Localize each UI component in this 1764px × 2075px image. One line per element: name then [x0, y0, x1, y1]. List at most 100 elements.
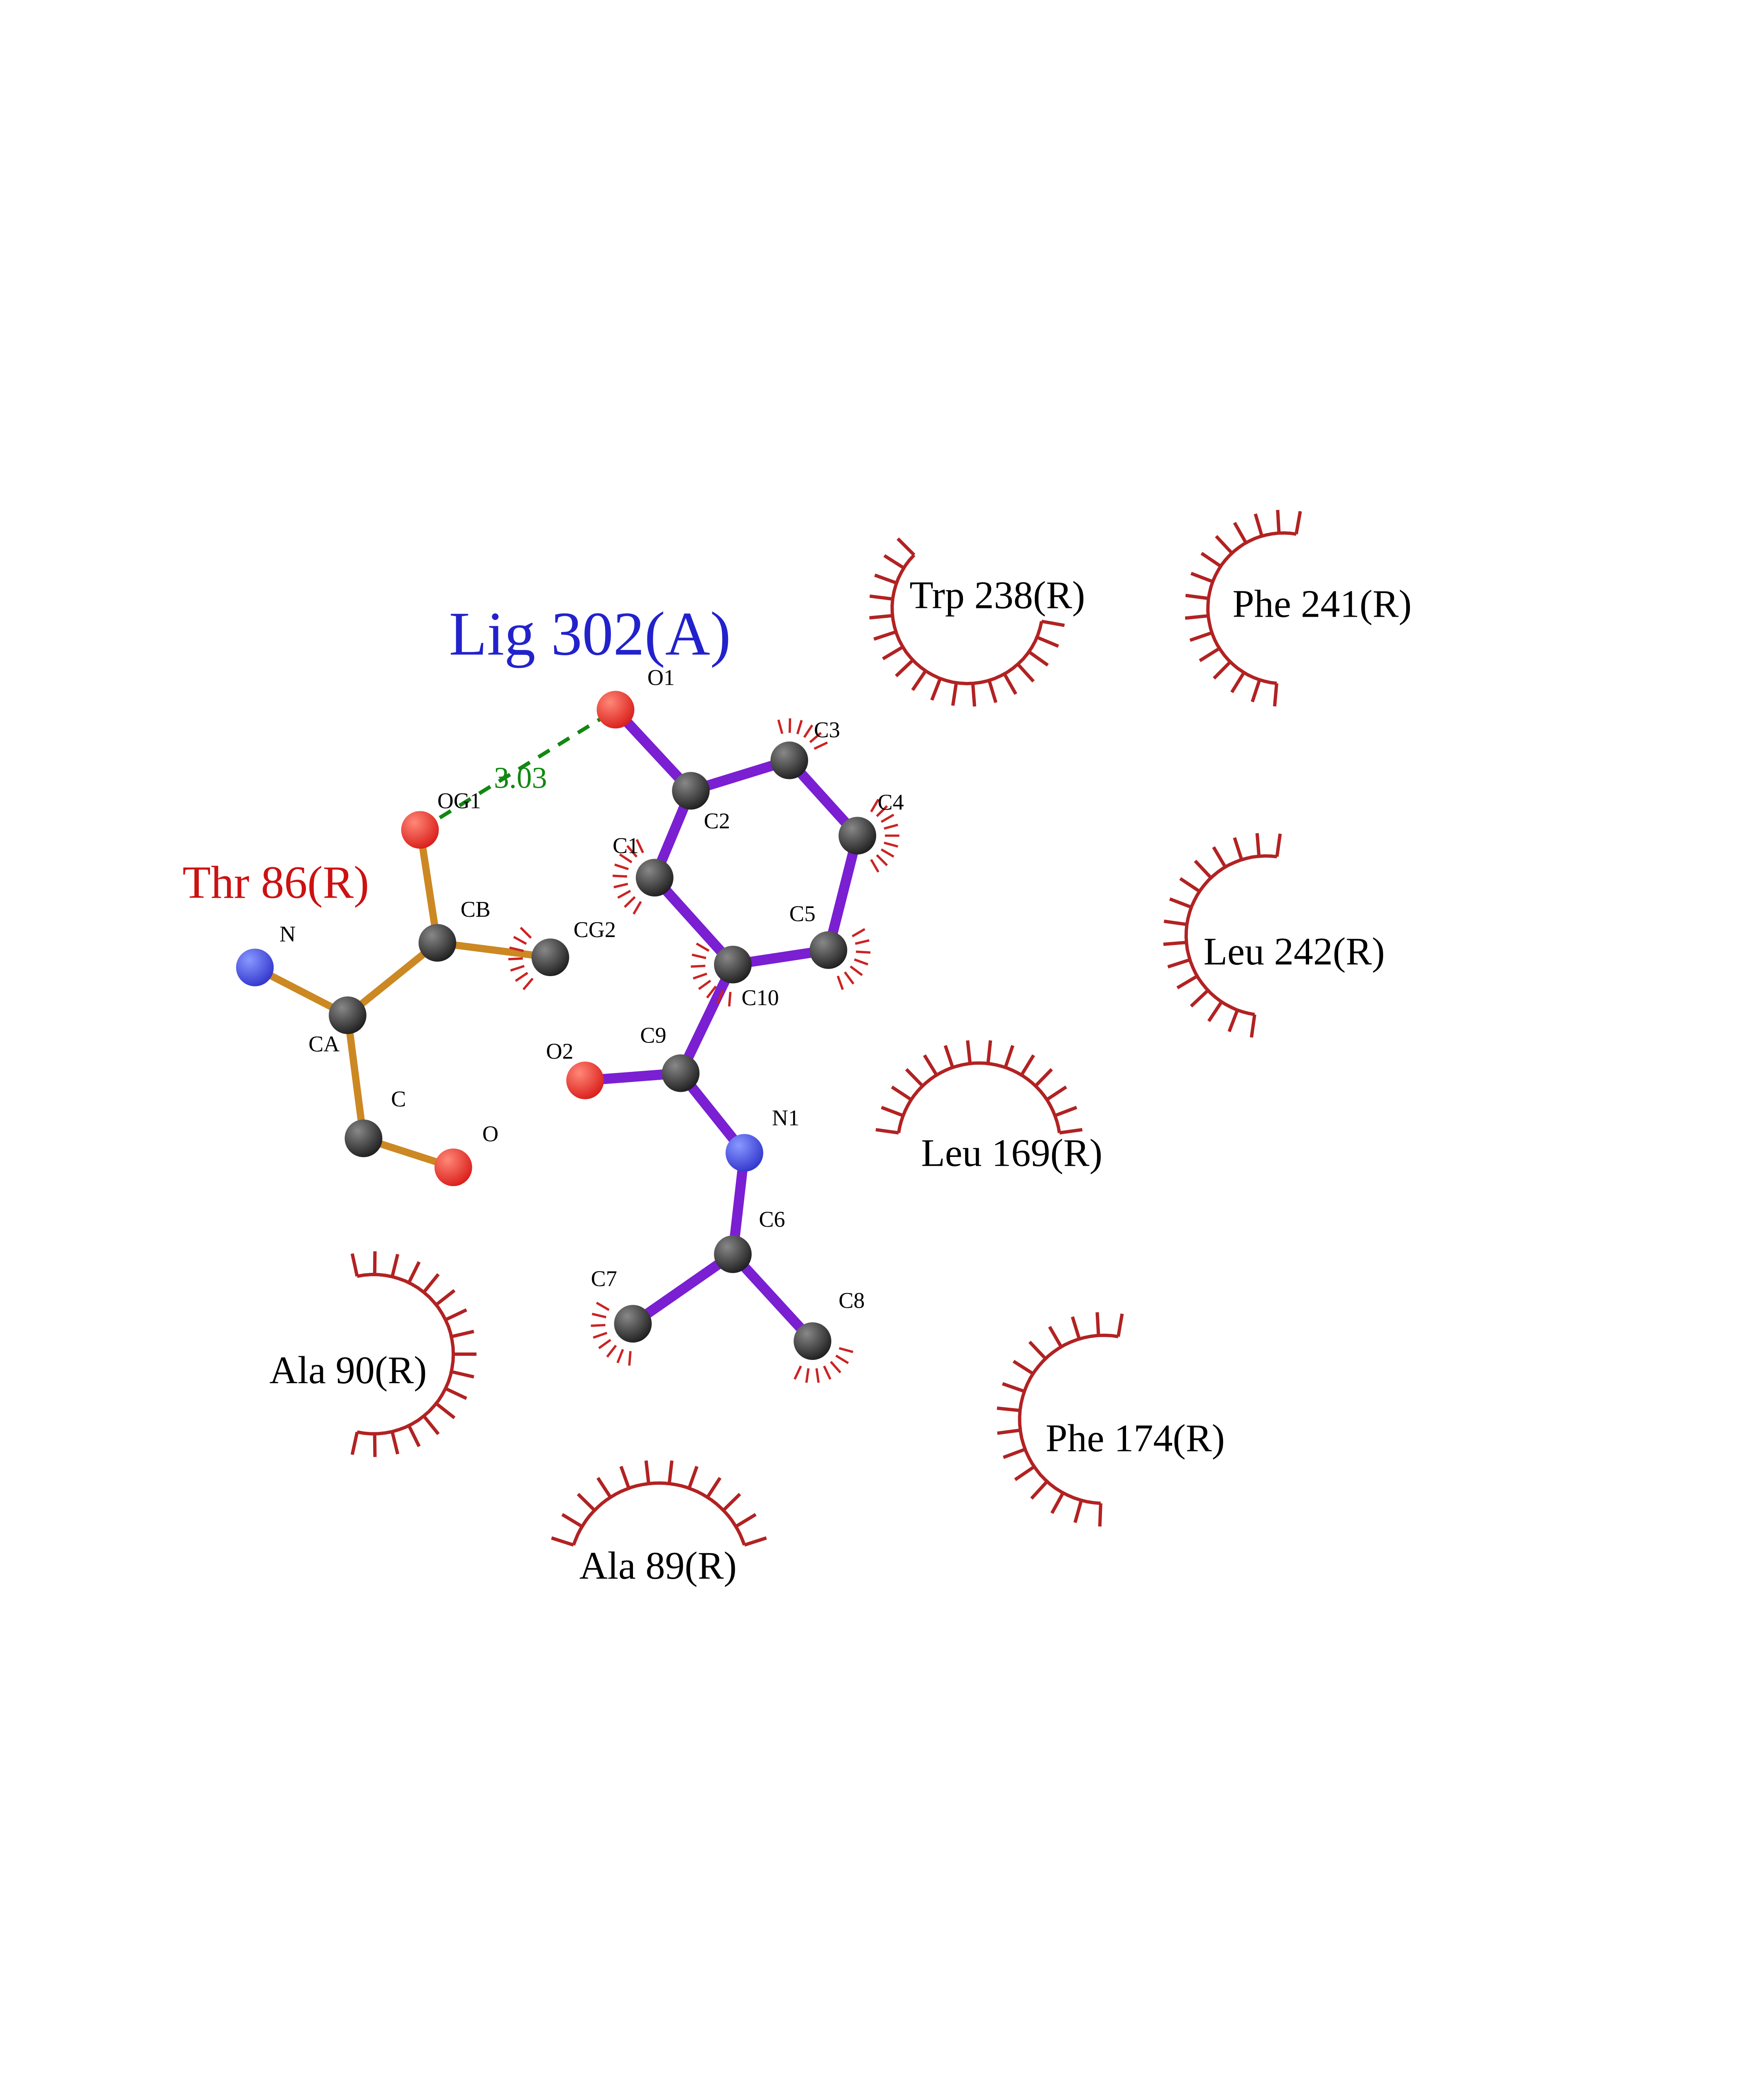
- contact-spoke: [445, 1308, 467, 1321]
- atom-label-C4: C4: [878, 790, 904, 815]
- atom-O2: [566, 1062, 604, 1099]
- contact-spoke: [971, 683, 976, 707]
- contact-label-leu-169: Leu 169(R): [921, 1131, 1102, 1174]
- hbond-residue-title: Thr 86(R): [183, 857, 369, 908]
- atom-spoke: [876, 854, 888, 867]
- atom-spoke: [591, 1313, 606, 1318]
- atom-spoke: [852, 928, 865, 937]
- contact-spoke: [1016, 663, 1035, 683]
- atom-spoke: [796, 720, 803, 735]
- contact-spoke: [1046, 1085, 1068, 1101]
- atom-C1: [635, 859, 674, 897]
- contact-spoke: [1255, 833, 1261, 857]
- atom-label-C8: C8: [838, 1288, 865, 1313]
- contact-spoke: [435, 1289, 456, 1306]
- contact-spoke: [1073, 1500, 1083, 1523]
- atom-spoke: [706, 985, 717, 998]
- contact-arc-phe-174: [1018, 1333, 1119, 1505]
- contact-label-phe-174: Phe 174(R): [1046, 1417, 1225, 1460]
- atom-label-N1: N1: [772, 1106, 799, 1130]
- atom-spoke: [626, 845, 638, 858]
- contact-spoke: [1012, 1360, 1034, 1375]
- ligand-bond-C6-C7: [628, 1249, 738, 1329]
- atom-spoke: [696, 942, 710, 952]
- contact-spoke: [1003, 673, 1017, 695]
- contact-spoke: [1199, 647, 1221, 662]
- contact-spoke: [1212, 661, 1232, 680]
- atom-label-C2: C2: [704, 808, 730, 833]
- atom-spoke: [633, 901, 642, 915]
- contact-spoke: [966, 1040, 972, 1064]
- contact-spoke: [1004, 1045, 1014, 1068]
- atom-spoke: [515, 972, 528, 982]
- contact-spoke: [1169, 897, 1192, 909]
- ligand-bond-C4-C5: [823, 830, 862, 955]
- atom-spoke: [591, 1324, 606, 1327]
- contact-spoke: [1185, 614, 1209, 620]
- atom-spoke: [513, 936, 527, 945]
- atom-spoke: [805, 1368, 810, 1383]
- atom-contact-spokes-C7: [591, 1301, 632, 1366]
- atom-spoke: [728, 991, 732, 1007]
- atom-label-C7: C7: [591, 1266, 617, 1291]
- atom-CG2: [531, 938, 569, 976]
- contact-spoke: [1189, 631, 1213, 642]
- atom-spoke: [617, 890, 631, 899]
- contact-spoke: [407, 1261, 421, 1284]
- contact-spoke: [1071, 1316, 1081, 1340]
- atom-C6: [714, 1235, 752, 1273]
- atom-C8: [794, 1322, 831, 1360]
- contact-spoke: [619, 1466, 630, 1489]
- contact-spoke: [1212, 846, 1227, 868]
- atom-N: [236, 948, 274, 986]
- atom-label-CG2: CG2: [574, 917, 616, 942]
- contact-spoke: [687, 1466, 699, 1489]
- contact-spoke: [875, 1128, 899, 1135]
- atom-OG1: [401, 811, 439, 849]
- contact-spoke: [911, 670, 927, 691]
- contact-spoke: [1233, 522, 1248, 544]
- atom-spoke: [691, 964, 706, 968]
- atom-spoke: [598, 1339, 611, 1349]
- contact-label-ala-90: Ala 90(R): [269, 1349, 427, 1392]
- contact-spoke: [986, 1040, 992, 1064]
- contact-label-trp-238: Trp 238(R): [909, 574, 1085, 617]
- atom-contact-spokes-C3: [777, 718, 828, 750]
- atom-spoke: [614, 863, 629, 870]
- contact-spoke: [905, 1068, 924, 1087]
- atom-O: [434, 1148, 472, 1186]
- contact-ala-90: Ala 90(R): [269, 1251, 476, 1457]
- atom-label-O2: O2: [546, 1039, 573, 1064]
- contact-spoke: [577, 1493, 596, 1512]
- atom-spoke: [830, 1361, 841, 1374]
- contact-spoke: [1230, 671, 1246, 693]
- atom-C7: [614, 1305, 652, 1343]
- atom-contact-spokes-C10: [691, 942, 732, 1007]
- contact-spoke: [1054, 1106, 1077, 1117]
- contact-spoke: [1059, 1128, 1083, 1135]
- atom-label-N: N: [279, 921, 296, 946]
- contact-arc-ala-89: [572, 1481, 746, 1546]
- contact-spoke: [1233, 837, 1244, 860]
- contact-spoke: [1020, 1054, 1035, 1076]
- ligand-bond-C6-C8: [728, 1249, 818, 1346]
- contact-spoke: [1163, 940, 1187, 946]
- atom-spoke: [884, 842, 899, 848]
- contact-spoke: [987, 680, 998, 703]
- contact-arc-leu-169: [897, 1061, 1061, 1133]
- contact-spoke: [1167, 958, 1191, 969]
- contact-spoke: [1036, 635, 1059, 648]
- atom-label-C6: C6: [759, 1207, 785, 1232]
- contact-spoke: [735, 1513, 757, 1528]
- atom-spoke: [809, 732, 822, 743]
- contact-spoke: [923, 1054, 938, 1076]
- atom-contact-spokes-C8: [794, 1347, 853, 1383]
- atom-contact-spokes-C4: [870, 798, 899, 873]
- atom-O1: [596, 691, 635, 729]
- atom-spoke: [794, 1365, 802, 1380]
- contact-spoke: [1028, 1340, 1047, 1360]
- atom-spoke: [522, 977, 534, 991]
- atom-label-C1: C1: [613, 833, 639, 858]
- contact-spoke: [1200, 552, 1222, 568]
